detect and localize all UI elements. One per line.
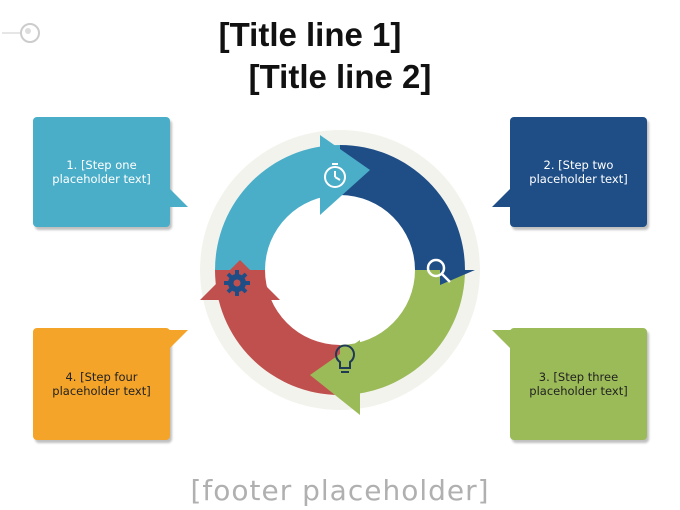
step-2-text: 2. [Step two placeholder text] [529,158,628,186]
stopwatch-icon [324,163,346,188]
segment-1 [215,145,340,270]
gear-icon [224,270,250,296]
callout-step-1: 1. [Step one placeholder text] [33,117,188,227]
step-3-text: 3. [Step three placeholder text] [529,370,628,398]
title-line-2: [Title line 2] [248,58,432,95]
segment-3 [340,270,465,395]
step-1-text: 1. [Step one placeholder text] [52,158,151,186]
page-title: [Title line 1] [Title line 2] [90,14,530,98]
cycle-center [258,188,422,352]
title-line-1: [Title line 1] [218,16,402,53]
footer-text: [footer placeholder] [190,474,490,507]
segment-4 [215,270,340,395]
magnifier-icon [426,258,451,283]
callout-step-3: 3. [Step three placeholder text] [492,328,647,440]
callout-step-2: 2. [Step two placeholder text] [492,117,647,227]
lightbulb-icon [335,344,355,373]
cycle-diagram [200,130,480,415]
segment-2 [340,145,465,270]
arrowhead-3 [310,340,360,415]
corner-logo-icon [2,20,42,48]
step-4-text: 4. [Step four placeholder text] [52,370,151,398]
callout-step-4: 4. [Step four placeholder text] [33,328,188,440]
